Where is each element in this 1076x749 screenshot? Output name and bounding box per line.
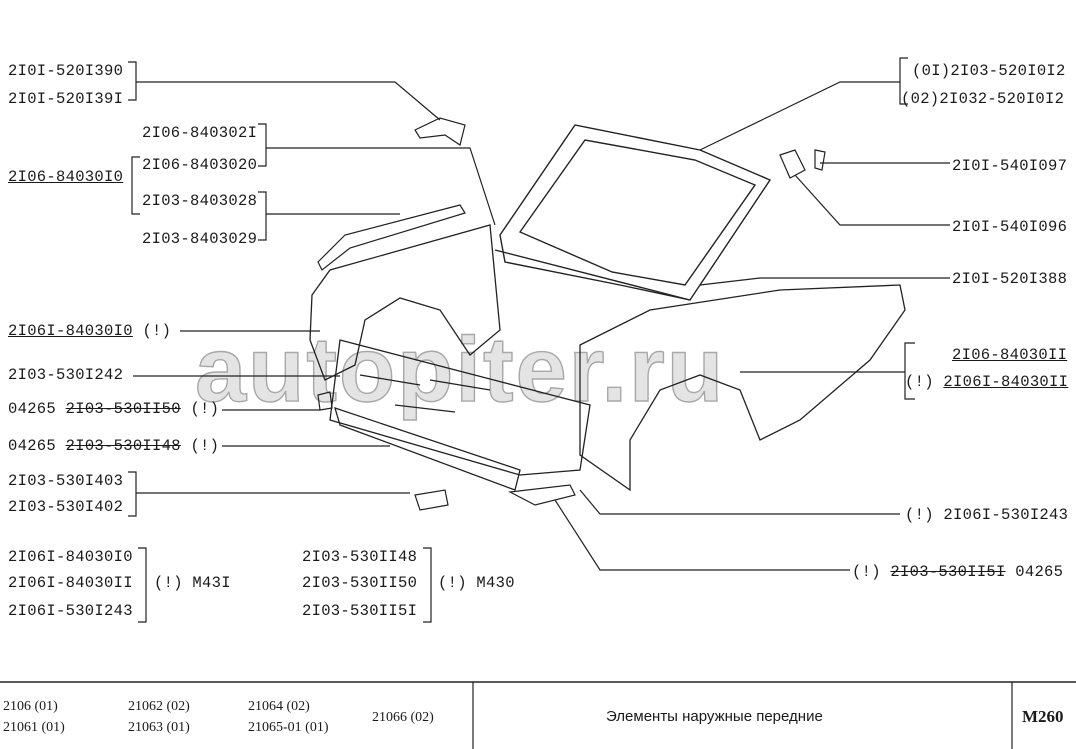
part-label: 2I03-530I402 [8, 498, 124, 516]
part-label: 04265 2I03-530II50 (!) [8, 400, 219, 418]
front-panel-part [329, 339, 591, 491]
left-fender-part [309, 224, 501, 381]
lower-parts [317, 391, 576, 511]
group-note: (!) M43I [154, 574, 231, 592]
small-clips-part [779, 149, 826, 179]
part-label: (0I)2I03-520I0I2 [912, 62, 1066, 80]
model-label: 2106 (01) [3, 699, 58, 714]
part-code: 2I03-530II50 [65, 400, 181, 418]
part-label: (!) 2I06I-84030II [905, 373, 1068, 391]
model-label: 21066 (02) [372, 710, 434, 725]
part-label: 2I0I-540I096 [952, 218, 1068, 236]
part-label: 2I06-84030I0 [8, 168, 124, 186]
page-title: Элементы наружные передние [606, 708, 823, 725]
watermark: autopiter.ru [194, 318, 726, 421]
note-mark: (!) [190, 437, 220, 455]
part-label: 2I06I-84030I0 (!) [8, 322, 171, 340]
group-item: 2I06I-84030I0 [8, 548, 133, 566]
part-code: 2I06I-84030II [943, 373, 1069, 391]
prefix: 04265 [8, 437, 57, 455]
note-mark: (!) [142, 322, 172, 340]
part-label: 2I06-8403020 [142, 156, 258, 174]
group-note: (!) M430 [438, 574, 515, 592]
part-code: 2I03-530II48 [65, 437, 181, 455]
part-label: 2I03-8403029 [142, 230, 258, 248]
windshield-frame-part [494, 124, 772, 301]
part-label: (!) 2I06I-530I243 [905, 506, 1069, 524]
part-label: 2I03-530I403 [8, 472, 124, 490]
group-item: 2I03-530II50 [302, 574, 418, 592]
model-label: 21065-01 (01) [248, 720, 329, 735]
page-code: M260 [1022, 707, 1064, 726]
note-mark: (!) [905, 373, 934, 391]
part-label: 2I03-530I242 [8, 366, 124, 384]
right-fender-part [579, 284, 906, 492]
group-item: 2I06I-530I243 [8, 602, 133, 620]
leader-lines [128, 57, 950, 623]
model-label: 21063 (01) [128, 720, 190, 735]
prefix: 04265 [8, 400, 57, 418]
part-label: 2I06-840302I [142, 124, 258, 142]
part-label: 2I06-84030II [952, 346, 1068, 364]
note-mark: (!) [852, 563, 881, 581]
model-label: 21062 (02) [128, 699, 190, 714]
note-mark: (!) [190, 400, 220, 418]
group-item: 2I03-530II5I [302, 602, 418, 620]
part-code: 2I03-530II5I [890, 563, 1006, 581]
part-label: 2I03-8403028 [142, 192, 258, 210]
model-label: 21061 (01) [3, 720, 65, 735]
corner-bracket-part [414, 117, 466, 146]
part-code: 2I06I-84030I0 [8, 322, 133, 340]
model-label: 21064 (02) [248, 699, 310, 714]
group-item: 2I03-530II48 [302, 548, 418, 566]
part-label: 2I0I-520I390 [8, 62, 124, 80]
part-label: 2I0I-520I39I [8, 90, 124, 108]
upper-strip-part [317, 204, 466, 271]
suffix: 04265 [1015, 563, 1064, 581]
part-label: 04265 2I03-530II48 (!) [8, 437, 219, 455]
part-label: 2I0I-520I388 [952, 270, 1068, 288]
part-label: (02)2I032-520I0I2 [901, 90, 1065, 108]
group-item: 2I06I-84030II [8, 574, 133, 592]
part-label: 2I0I-540I097 [952, 157, 1068, 175]
part-label: (!) 2I03-530II5I 04265 [852, 563, 1063, 581]
